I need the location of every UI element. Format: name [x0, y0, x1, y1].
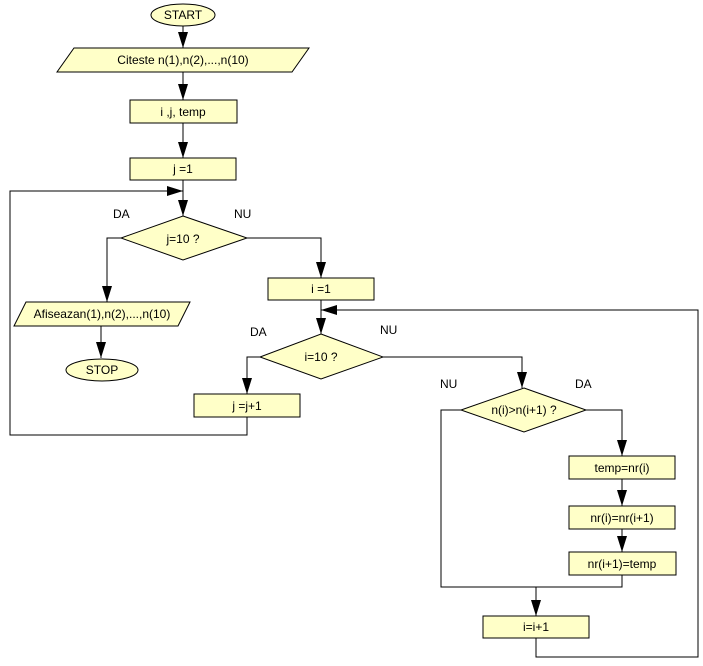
arrow-down-icon: [178, 142, 188, 158]
node-inc-j-label: j =j+1: [231, 399, 262, 413]
arrowheads: [96, 32, 627, 616]
arrow-down-icon: [178, 32, 188, 48]
node-swap-3-label: nr(i+1)=temp: [588, 557, 657, 571]
node-inc-i-label: i=i+1: [523, 620, 549, 634]
node-read-input: Citeste n(1),n(2),...,n(10): [56, 47, 310, 73]
arrow-down-icon: [316, 262, 326, 278]
decision-swap: n(i)>n(i+1) ?: [459, 387, 588, 433]
decision-i-no-label: NU: [380, 323, 397, 337]
node-swap-3: nr(i+1)=temp: [568, 551, 677, 576]
decision-j-label: j=10 ?: [165, 232, 199, 246]
node-init-i-label: i =1: [311, 282, 331, 296]
node-display-label: Afiseazan(1),n(2),...,n(10): [34, 307, 171, 321]
decision-swap-yes-label: DA: [575, 377, 592, 391]
arrow-down-icon: [617, 440, 627, 456]
node-read-label: Citeste n(1),n(2),...,n(10): [117, 53, 248, 67]
arrow-down-icon: [102, 286, 112, 302]
node-init-j: j =1: [129, 157, 237, 181]
node-stop-label: STOP: [86, 363, 118, 377]
decision-j: j=10 ?: [119, 215, 249, 261]
node-declare-label: i ,j, temp: [160, 105, 206, 119]
decision-j-no-label: NU: [234, 207, 251, 221]
decision-swap-no-label: NU: [440, 377, 457, 391]
arrow-left-icon: [321, 305, 337, 315]
edge-inci-loop: [321, 309, 699, 658]
node-stop: STOP: [65, 358, 139, 382]
node-declare: i ,j, temp: [129, 99, 238, 124]
node-start: START: [150, 3, 216, 27]
edge-swap3-merge: [440, 409, 623, 588]
node-swap-2: nr(i)=nr(i+1): [568, 505, 676, 530]
arrow-down-icon: [242, 378, 252, 394]
node-swap-1-label: temp=nr(i): [594, 461, 649, 475]
node-init-i: i =1: [267, 277, 375, 301]
arrow-down-icon: [178, 84, 188, 100]
decision-i-yes-label: DA: [250, 325, 267, 339]
node-start-label: START: [164, 8, 203, 22]
arrow-right-icon: [167, 186, 183, 196]
arrow-down-icon: [531, 600, 541, 616]
node-swap-2-label: nr(i)=nr(i+1): [590, 511, 653, 525]
node-display-output: Afiseazan(1),n(2),...,n(10): [13, 301, 191, 327]
node-inc-j: j =j+1: [193, 393, 301, 418]
edge-condswap-swap1: [586, 409, 623, 456]
edge-condj-display: [106, 237, 121, 302]
arrow-down-icon: [96, 342, 106, 358]
arrow-down-icon: [517, 372, 527, 388]
decision-i: i=10 ?: [258, 333, 385, 380]
node-init-j-label: j =1: [172, 162, 193, 176]
node-inc-i: i=i+1: [482, 615, 590, 639]
arrow-down-icon: [617, 490, 627, 506]
edge-incj-loop: [9, 190, 248, 436]
arrow-down-icon: [617, 536, 627, 552]
edge-condi-incj: [246, 356, 260, 394]
edge-condj-initi: [247, 237, 322, 278]
decision-i-label: i=10 ?: [304, 350, 337, 364]
arrow-down-icon: [178, 200, 188, 216]
arrow-down-icon: [316, 318, 326, 334]
node-swap-1: temp=nr(i): [568, 455, 676, 480]
decision-j-yes-label: DA: [113, 207, 130, 221]
decision-swap-label: n(i)>n(i+1) ?: [491, 403, 557, 417]
